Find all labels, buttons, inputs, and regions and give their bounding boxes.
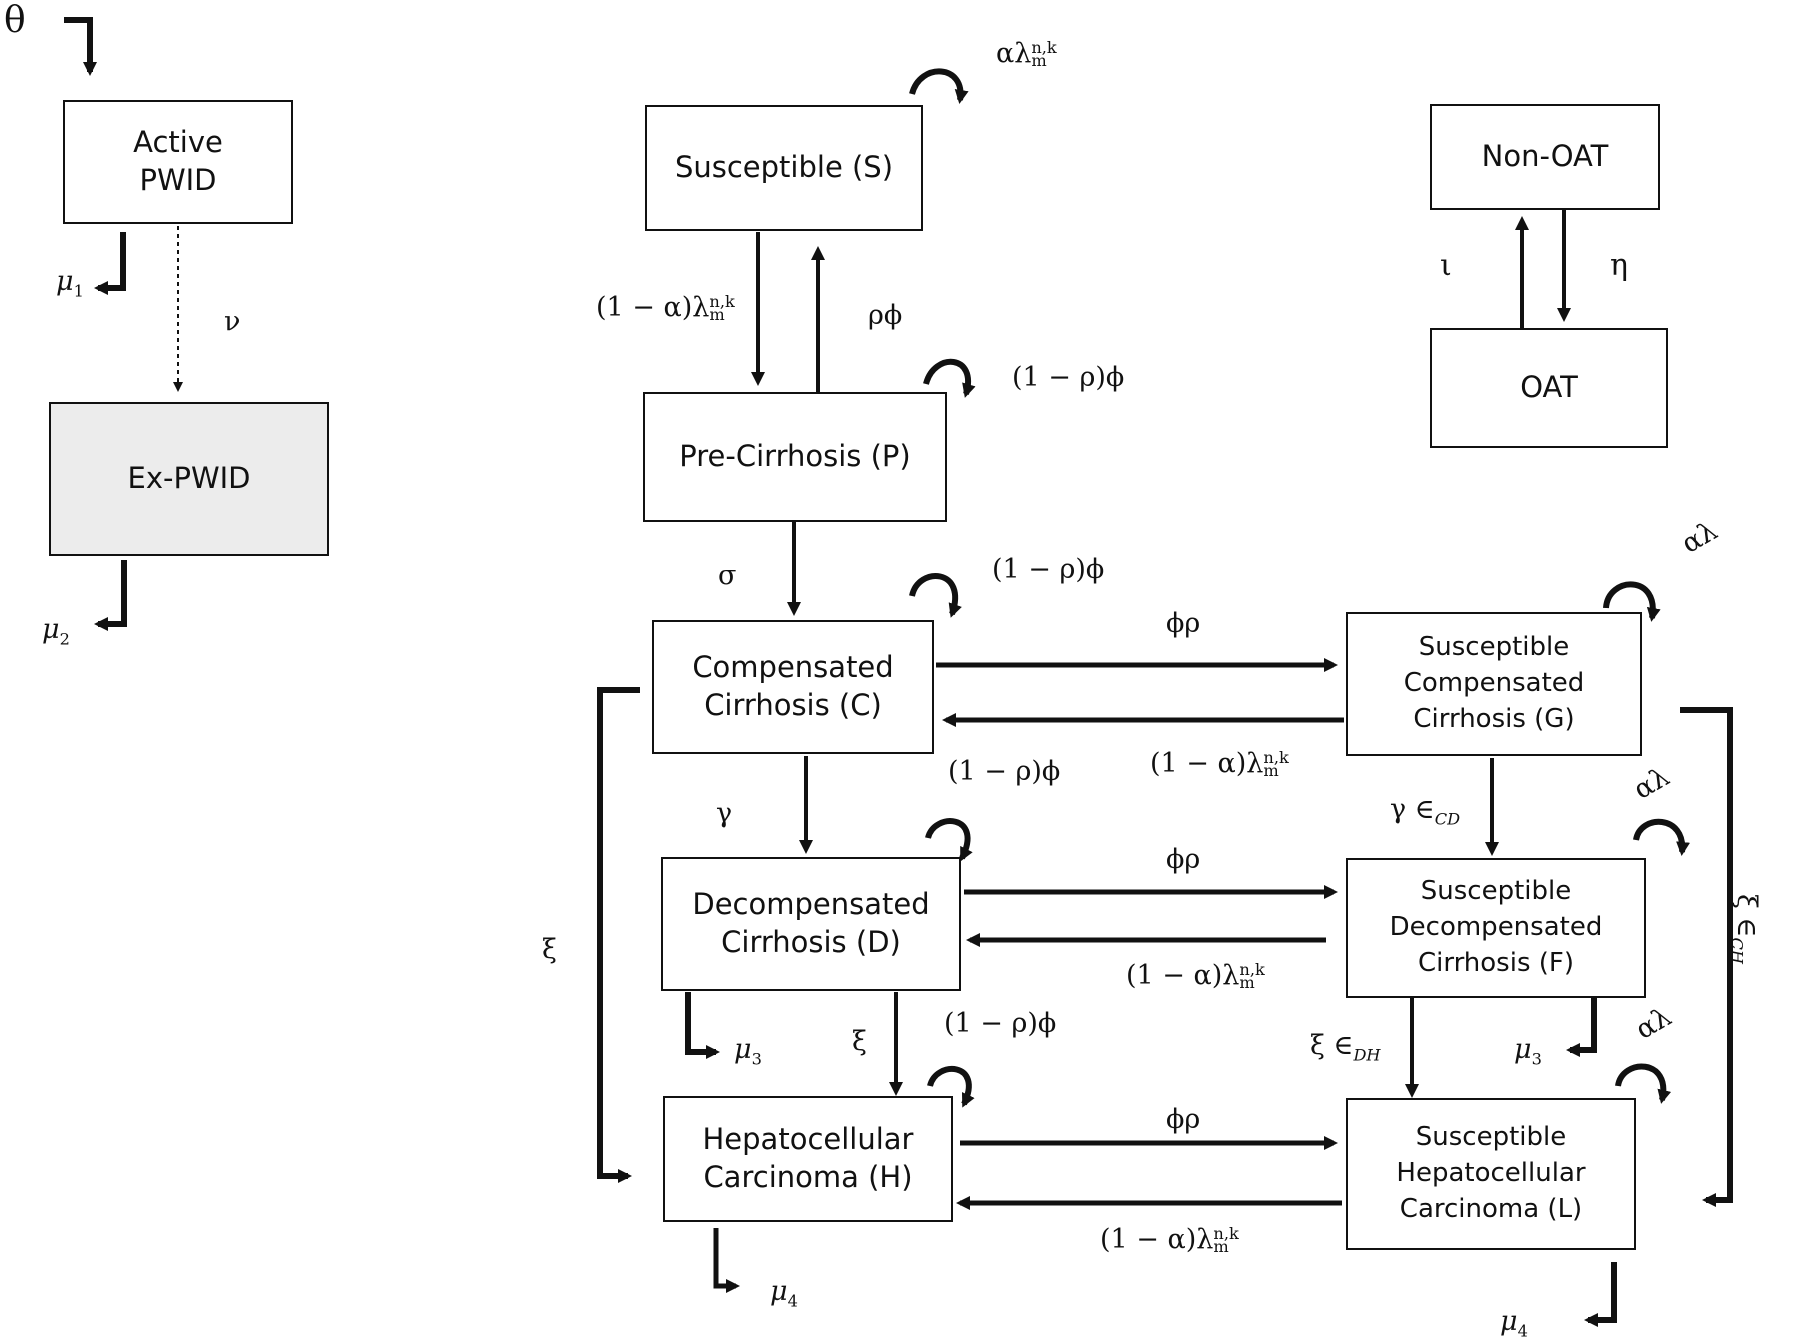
ex-pwid-box: Ex-PWID <box>49 402 329 556</box>
d-to-f-rate-label: ϕρ <box>1166 844 1201 875</box>
non-oat-box: Non-OAT <box>1430 104 1660 210</box>
decompensated-cirrhosis-box: Decompensated Cirrhosis (D) <box>661 857 961 991</box>
gamma-label: γ <box>716 798 733 829</box>
d-self-loop <box>925 818 973 862</box>
mu1-outflow-arrow <box>94 232 126 295</box>
theta-inflow-arrow <box>64 17 97 76</box>
s-self-loop <box>909 68 969 104</box>
susceptible-compensated-cirrhosis-box: Susceptible Compensated Cirrhosis (G) <box>1346 612 1642 756</box>
h-self-loop <box>927 1065 975 1108</box>
compensated-cirrhosis-box: Compensated Cirrhosis (C) <box>652 620 934 754</box>
mu3-d-outflow-arrow <box>685 992 720 1059</box>
susceptible-decompensated-cirrhosis-box: Susceptible Decompensated Cirrhosis (F) <box>1346 858 1646 998</box>
hepatocellular-carcinoma-box: Hepatocellular Carcinoma (H) <box>663 1096 953 1222</box>
eta-label: η <box>1610 248 1628 283</box>
active-pwid-box: Active PWID <box>63 100 293 224</box>
mu4-l-outflow-arrow <box>1584 1262 1617 1327</box>
c-to-g-rate-label: ϕρ <box>1166 608 1201 639</box>
xi-eps-ch-label: ξ ∈CH <box>1727 894 1762 964</box>
mu3-d-label: μ3 <box>734 1034 762 1069</box>
mu2-outflow-arrow <box>94 560 127 631</box>
nu-label: ν <box>224 306 241 337</box>
gamma-eps-cd-label: γ ∈CD <box>1390 794 1461 829</box>
f-self-loop <box>1633 818 1690 856</box>
mu4-h-outflow-arrow <box>713 1228 740 1293</box>
xi-d-to-h-label: ξ <box>852 1026 867 1057</box>
g-to-l-xi-arrow <box>1680 707 1733 1207</box>
xi-eps-dh-label: ξ ∈DH <box>1310 1030 1381 1065</box>
c-to-g-recovery-label: (1 − ρ)ϕ <box>948 756 1061 787</box>
susceptible-hepatocellular-carcinoma-box: Susceptible Hepatocellular Carcinoma (L) <box>1346 1098 1636 1250</box>
mu2-label: μ2 <box>42 614 70 649</box>
susceptible-box: Susceptible (S) <box>645 105 923 231</box>
mu3-f-label: μ3 <box>1514 1034 1542 1069</box>
mu4-h-label: μ4 <box>770 1276 798 1311</box>
g-self-loop <box>1603 581 1661 622</box>
p-self-loop-label: (1 − ρ)ϕ <box>1012 362 1125 393</box>
mu1-label: μ1 <box>56 266 84 301</box>
pre-cirrhosis-box: Pre-Cirrhosis (P) <box>643 392 947 522</box>
theta-label: θ <box>4 0 26 41</box>
p-to-s-rate-label: ρϕ <box>868 300 903 331</box>
mu4-l-label: μ4 <box>1500 1306 1528 1340</box>
h-to-l-rate-label: ϕρ <box>1166 1104 1201 1135</box>
mu3-f-outflow-arrow <box>1566 998 1597 1057</box>
p-self-loop <box>923 358 976 398</box>
c-to-h-xi-arrow <box>597 687 640 1183</box>
sigma-label: σ <box>718 560 737 591</box>
l-self-loop <box>1615 1063 1672 1104</box>
d-self-loop-label: (1 − ρ)ϕ <box>944 1008 1057 1039</box>
c-self-loop-label: (1 − ρ)ϕ <box>992 554 1105 585</box>
xi-c-to-h-label: ξ <box>542 934 557 965</box>
iota-label: ι <box>1440 248 1452 283</box>
oat-box: OAT <box>1430 328 1668 448</box>
c-self-loop <box>909 573 962 618</box>
